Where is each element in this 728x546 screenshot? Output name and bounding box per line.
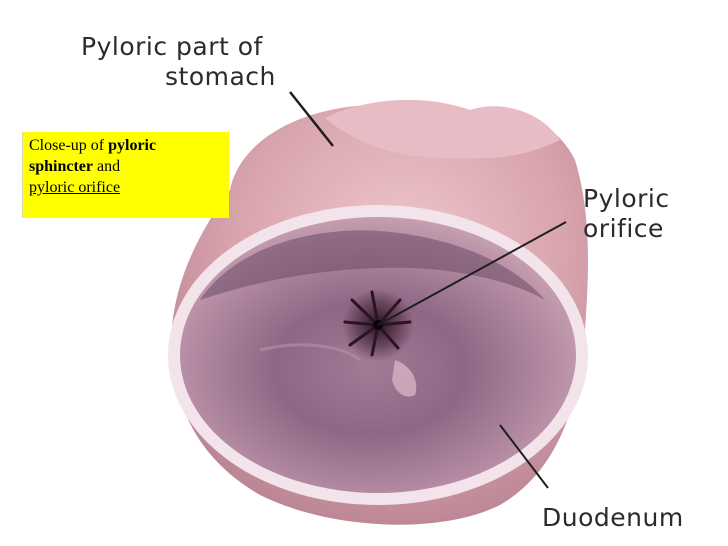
- label-pyloric-orifice: Pyloric orifice: [583, 184, 670, 244]
- label-line: orifice: [583, 214, 664, 243]
- caption-bold-sphincter: sphincter: [29, 158, 93, 175]
- label-line: Pyloric part of: [81, 32, 263, 61]
- caption-bold-pyloric: pyloric: [108, 137, 157, 154]
- blank-box: [30, 437, 104, 512]
- lumen-shadow: [200, 230, 545, 300]
- stomach-upper-tube: [325, 99, 560, 159]
- leader-line-pyloric-part: [289, 91, 334, 147]
- leader-line-orifice: [377, 221, 567, 326]
- mucosal-fold: [392, 360, 417, 397]
- label-line: Pyloric: [583, 184, 670, 213]
- label-pyloric-part-of-stomach: Pyloric part of stomach: [81, 32, 276, 92]
- mucosal-fold: [259, 343, 361, 362]
- label-duodenum: Duodenum: [542, 503, 684, 532]
- pyloric-sphincter-folds: [343, 290, 412, 357]
- caption-link-pyloric-orifice[interactable]: pyloric orifice: [29, 179, 121, 196]
- leader-line-duodenum: [499, 424, 549, 489]
- caption-and: and: [93, 158, 121, 175]
- caption-box: Close-up of pyloric sphincter and pylori…: [22, 132, 229, 218]
- label-line: stomach: [165, 62, 276, 91]
- caption-prefix: Close-up of: [29, 137, 109, 154]
